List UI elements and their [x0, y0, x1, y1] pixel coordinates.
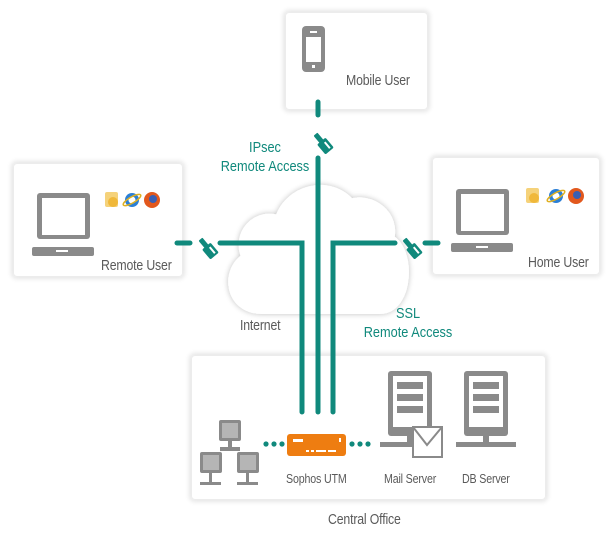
sophos-utm-device-icon [287, 434, 346, 456]
ssl-annotation: SSL Remote Access [357, 304, 459, 342]
sophos-utm-label: Sophos UTM [286, 471, 347, 486]
mail-server-icon [380, 371, 443, 458]
server-link-dots [349, 441, 371, 447]
remote-laptop-icon [32, 193, 94, 256]
internet-explorer-icon [122, 193, 142, 207]
home-laptop-icon [451, 189, 513, 252]
ipsec-line1: IPsec [249, 139, 281, 156]
mobile-user-label: Mobile User [346, 72, 410, 89]
remote-connector-icon [198, 237, 219, 260]
remote-user-label: Remote User [101, 257, 172, 274]
ssl-line2: Remote Access [363, 324, 453, 341]
ipsec-annotation: IPsec Remote Access [214, 138, 316, 176]
internet-explorer-icon [546, 189, 566, 203]
internet-label: Internet [240, 317, 281, 334]
firefox-icon [144, 192, 160, 208]
db-server-icon [456, 371, 516, 447]
home-user-label: Home User [528, 254, 589, 271]
ipsec-line2: Remote Access [220, 158, 310, 175]
outlook-icon [105, 192, 118, 207]
central-office-label: Central Office [328, 511, 401, 528]
mail-server-label: Mail Server [384, 471, 437, 486]
outlook-icon [526, 188, 539, 203]
db-server-label: DB Server [462, 471, 510, 486]
ssl-line1: SSL [395, 305, 421, 322]
lan-link-dots [263, 441, 285, 447]
firefox-icon [568, 188, 584, 204]
lan-clients-icon [200, 420, 259, 485]
vpn-links [174, 99, 441, 415]
mobile-phone-icon [302, 26, 325, 72]
ipsec-connector-icon [313, 132, 334, 155]
